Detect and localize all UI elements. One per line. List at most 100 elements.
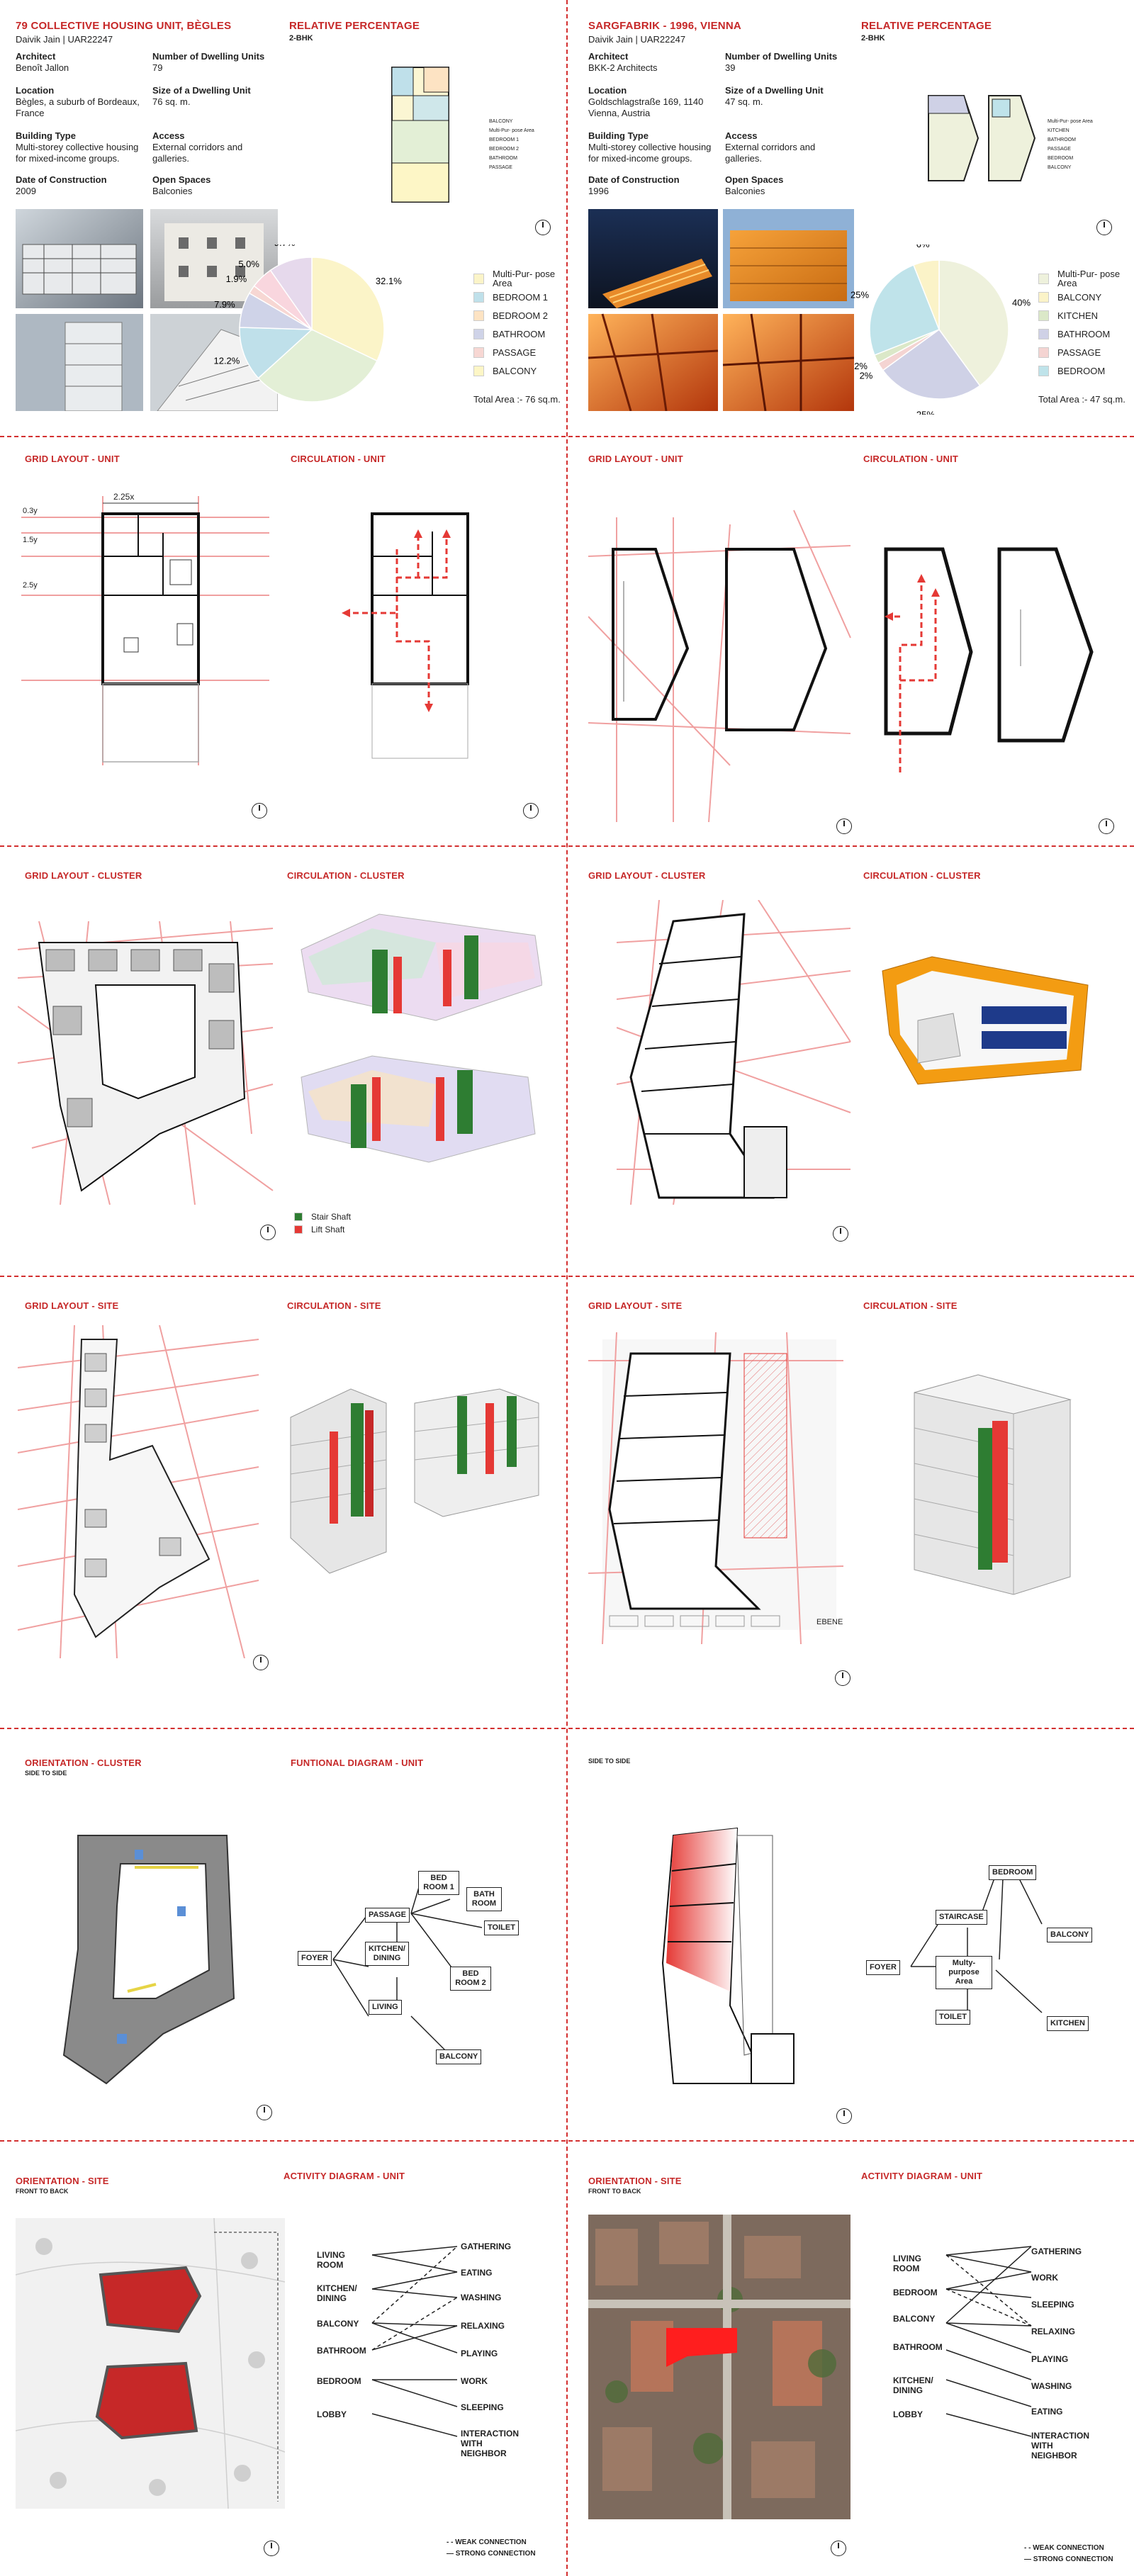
right-grid-unit-diagram bbox=[588, 510, 851, 823]
activity-right-item: PLAYING bbox=[1031, 2354, 1069, 2364]
right-activity-connectors bbox=[945, 2246, 1032, 2437]
dim-label: 1.5y bbox=[23, 536, 38, 544]
right-circ-cluster-3d bbox=[882, 956, 1089, 1085]
right-rel-sub: 2-BHK bbox=[861, 34, 885, 43]
right-grid-site-diagram bbox=[588, 1332, 844, 1644]
pie-slice bbox=[869, 264, 940, 356]
legend-swatch bbox=[1038, 310, 1049, 321]
activity-connector bbox=[371, 2379, 458, 2407]
func-node-staircase: STAIRCASE bbox=[936, 1910, 987, 1925]
activity-right-item: INTERACTION WITH NEIGHBOR bbox=[1031, 2431, 1089, 2460]
func-node-foyer: FOYER bbox=[298, 1951, 332, 1966]
right-unit-plan-thumb bbox=[928, 95, 1036, 181]
left-orient-cluster-title: ORIENTATION - CLUSTER bbox=[25, 1757, 142, 1768]
activity-connector bbox=[945, 2349, 1032, 2380]
legend-entry: BATHROOM bbox=[1038, 325, 1128, 343]
legend-label: BEDROOM 2 bbox=[493, 310, 549, 321]
activity-left-item: LIVING ROOM bbox=[893, 2254, 922, 2273]
compass-icon bbox=[253, 1655, 269, 1670]
compass-icon bbox=[1099, 819, 1114, 834]
left-grid-unit-title: GRID LAYOUT - UNIT bbox=[25, 454, 120, 464]
left-rel-sub: 2-BHK bbox=[289, 34, 313, 43]
compass-icon bbox=[260, 1225, 276, 1240]
weak-connection-legend: - - WEAK CONNECTION bbox=[447, 2538, 527, 2546]
activity-left-item: BATHROOM bbox=[317, 2346, 366, 2356]
row-divider-5 bbox=[0, 2140, 1134, 2142]
activity-connector bbox=[945, 2254, 1032, 2273]
left-rel-title: RELATIVE PERCENTAGE bbox=[289, 20, 420, 32]
pie-slice bbox=[311, 257, 385, 362]
legend-entry: BALCONY bbox=[473, 361, 563, 380]
compass-icon bbox=[264, 2541, 279, 2556]
row-divider-2 bbox=[0, 845, 1134, 847]
legend-label: BALCONY bbox=[493, 365, 537, 376]
right-circ-cluster-title: CIRCULATION - CLUSTER bbox=[863, 870, 981, 881]
left-circ-site-3d bbox=[290, 1388, 539, 1574]
legend-stair: Stair Shaft bbox=[311, 1212, 352, 1222]
func-node-foyer: FOYER bbox=[866, 1960, 900, 1975]
left-circ-cluster-title: CIRCULATION - CLUSTER bbox=[287, 870, 405, 881]
activity-connector bbox=[371, 2325, 458, 2351]
func-node-living: LIVING bbox=[369, 2000, 402, 2015]
pie-label: 9.7% bbox=[274, 244, 296, 248]
left-project-title: 79 COLLECTIVE HOUSING UNIT, BÈGLES bbox=[16, 20, 232, 32]
weak-connection-legend: - - WEAK CONNECTION bbox=[1024, 2544, 1104, 2552]
row-divider-3 bbox=[0, 1276, 1134, 1277]
activity-left-item: BEDROOM bbox=[317, 2376, 361, 2386]
pie-slice bbox=[912, 259, 940, 330]
strong-connection-legend: — STRONG CONNECTION bbox=[447, 2550, 536, 2558]
legend-swatch bbox=[1038, 273, 1049, 284]
pie-label: 2% bbox=[860, 370, 873, 381]
activity-left-item: BALCONY bbox=[317, 2319, 359, 2329]
func-node-multi: Multy-purpose Area bbox=[936, 1956, 992, 1989]
pie-label: 25% bbox=[850, 290, 869, 300]
activity-connector bbox=[371, 2413, 458, 2437]
compass-icon bbox=[535, 220, 551, 235]
right-grid-site-title: GRID LAYOUT - SITE bbox=[588, 1300, 683, 1311]
activity-connector bbox=[371, 2254, 458, 2273]
legend-label: Multi-Pur- pose Area bbox=[1057, 269, 1121, 288]
activity-right-item: RELAXING bbox=[1031, 2327, 1076, 2336]
left-orient-cluster-sub: SIDE TO SIDE bbox=[25, 1770, 67, 1777]
activity-left-item: KITCHEN/ DINING bbox=[893, 2375, 933, 2395]
legend-swatch bbox=[473, 347, 484, 358]
ebene-label: EBENE bbox=[816, 1618, 843, 1626]
strong-connection-legend: — STRONG CONNECTION bbox=[1024, 2555, 1113, 2563]
left-orient-site-title: ORIENTATION - SITE bbox=[16, 2176, 109, 2186]
legend-entry: BEDROOM 1 bbox=[473, 288, 563, 306]
legend-label: Multi-Pur- pose Area bbox=[493, 269, 556, 288]
activity-right-item: EATING bbox=[461, 2268, 493, 2278]
compass-icon bbox=[1096, 220, 1112, 235]
activity-connector bbox=[371, 2322, 458, 2327]
legend-lift: Lift Shaft bbox=[311, 1225, 345, 1234]
compass-icon bbox=[252, 803, 267, 819]
legend-label: PASSAGE bbox=[1057, 347, 1101, 358]
center-divider bbox=[566, 0, 568, 2576]
legend-swatch bbox=[473, 291, 484, 303]
legend-entry: KITCHEN bbox=[1038, 306, 1128, 325]
right-orient-site-aerial bbox=[588, 2215, 850, 2519]
activity-left-item: LIVING ROOM bbox=[317, 2250, 346, 2270]
pie-label: 32.1% bbox=[376, 276, 402, 286]
right-project-title: SARGFABRIK - 1996, VIENNA bbox=[588, 20, 741, 32]
pie-label: 31.1% bbox=[312, 414, 338, 415]
pie-label: 7.9% bbox=[214, 299, 235, 310]
lift-swatch bbox=[294, 1225, 303, 1234]
left-func-connectors bbox=[332, 1877, 483, 2056]
legend-swatch bbox=[473, 328, 484, 339]
right-photo-grid bbox=[588, 209, 854, 411]
pie-label: 25% bbox=[916, 409, 935, 415]
legend-entry: BEDROOM 2 bbox=[473, 306, 563, 325]
right-total-area: Total Area :- 47 sq.m. bbox=[1038, 394, 1125, 405]
compass-icon bbox=[836, 819, 852, 834]
activity-connector bbox=[945, 2246, 1032, 2256]
